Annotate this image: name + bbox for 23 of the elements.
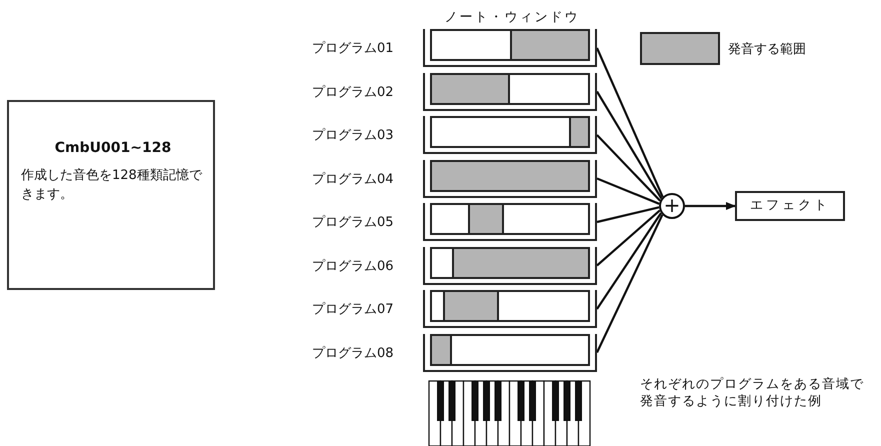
box-text: 作成した音色を128種類記憶できます。 [21, 167, 204, 204]
connector-line [596, 206, 660, 224]
note-text: それぞれのプログラムをある音域で発音するように割り付けた例 [640, 376, 865, 410]
effect-box: エフェクト [735, 191, 845, 221]
program-label: プログラム01 [312, 40, 394, 57]
program-label: プログラム07 [312, 301, 394, 318]
connector-line [596, 134, 661, 202]
connector-line [596, 177, 660, 205]
connector-line [596, 210, 661, 266]
arrow [685, 202, 736, 210]
program-label: プログラム06 [312, 258, 394, 274]
window-heading: ノート・ウィンドウ [444, 9, 580, 26]
connector-line [596, 212, 662, 310]
program-label: プログラム02 [312, 84, 394, 100]
summing-circle: + [659, 193, 685, 219]
connector-line [596, 48, 664, 198]
program-label: プログラム04 [312, 170, 394, 188]
program-label: プログラム03 [312, 127, 394, 144]
program-label: プログラム05 [312, 214, 394, 231]
box-heading: CmbU001~128 [54, 140, 172, 156]
connector-line [596, 90, 662, 200]
program-label: プログラム08 [312, 344, 394, 362]
legend-label: 発音する範囲 [728, 41, 806, 58]
